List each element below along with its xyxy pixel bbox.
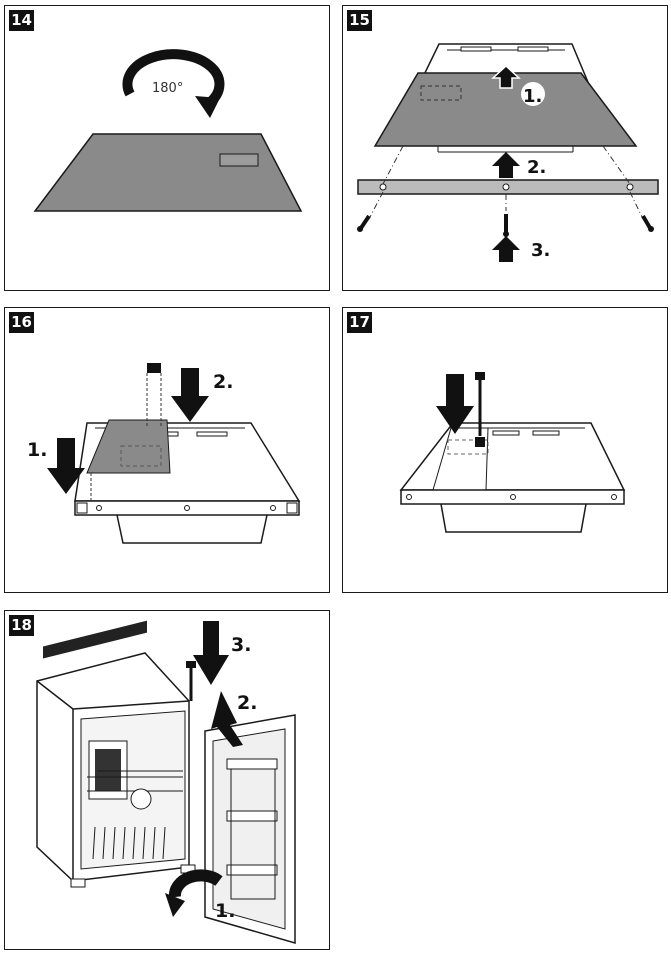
step-15-illustration: 1. 2. 3. <box>357 43 659 262</box>
step-number-badge: 16 <box>9 312 34 333</box>
vent-grille <box>43 620 147 659</box>
screw-icon <box>357 214 371 232</box>
fridge-foot <box>70 878 86 888</box>
arrow-down-icon <box>47 438 85 494</box>
arrow-up-icon <box>491 64 521 89</box>
clip-part <box>147 363 161 373</box>
step-label-1: 1. <box>215 900 235 922</box>
step-17-illustration <box>399 372 626 533</box>
step-14-illustration: 180° <box>33 49 303 212</box>
arrow-up-icon <box>492 152 520 178</box>
screw-icon <box>186 661 196 701</box>
screw-icon <box>641 214 654 232</box>
step-label-1: 1. <box>523 86 542 107</box>
step-16-panel: 16 2. 1. <box>4 307 330 593</box>
step-label-2: 2. <box>527 157 546 178</box>
arrow-up-icon <box>492 236 520 262</box>
step-15-panel: 15 1. 2. 3. <box>342 5 668 291</box>
step-number-badge: 14 <box>9 10 34 31</box>
arrow-down-icon <box>171 368 209 422</box>
mounting-rail <box>400 489 625 505</box>
screw-icon <box>475 372 485 436</box>
clip-part <box>475 437 485 447</box>
step-number-badge: 15 <box>347 10 372 31</box>
curved-arrow-icon <box>168 869 223 898</box>
step-label-3: 3. <box>231 634 251 656</box>
step-label-1: 1. <box>27 439 47 461</box>
step-label-3: 3. <box>531 240 550 261</box>
rotation-angle-label: 180° <box>152 81 183 96</box>
arrow-diagonal-icon <box>211 691 243 747</box>
rotation-arrow-icon <box>122 49 225 109</box>
step-16-illustration: 2. 1. <box>27 363 301 544</box>
step-14-panel: 14 180° <box>4 5 330 291</box>
countertop-panel <box>33 133 303 212</box>
step-17-panel: 17 <box>342 307 668 593</box>
screw-icon <box>503 214 509 237</box>
step-label-2: 2. <box>237 692 257 714</box>
step-18-illustration: 3. 2. 1. <box>36 620 296 944</box>
step-label-2: 2. <box>213 371 233 393</box>
arrow-down-icon <box>193 621 229 685</box>
step-number-badge: 17 <box>347 312 372 333</box>
step-number-badge: 18 <box>9 615 34 636</box>
label-plate <box>219 153 259 167</box>
step-18-panel: 18 3. <box>4 610 330 950</box>
countertop-panel <box>373 72 638 147</box>
mounting-rail <box>74 500 300 516</box>
arrow-down-icon <box>436 374 474 434</box>
